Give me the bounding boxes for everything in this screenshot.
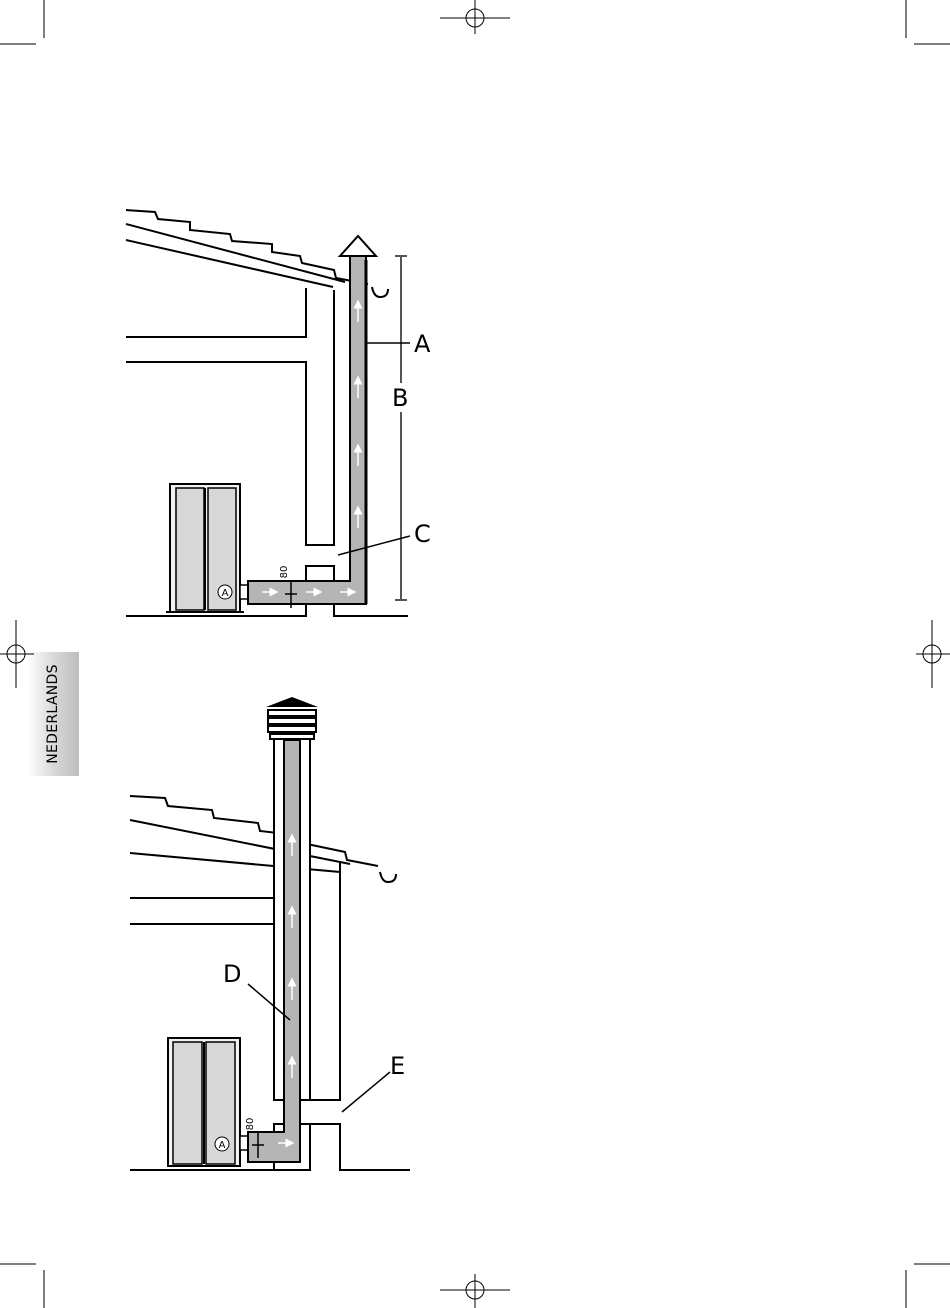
leader-c — [338, 536, 410, 555]
dimension-label: 80 — [245, 1118, 256, 1131]
gutter-icon — [372, 287, 388, 297]
roof-bottom — [130, 796, 378, 872]
stove-bottom — [168, 1038, 248, 1166]
leader-e — [342, 1072, 390, 1112]
stove-badge-bottom: A — [215, 1137, 229, 1151]
label-a: A — [414, 330, 431, 358]
registration-mark-bottom — [440, 1274, 510, 1308]
figure-top: A 80 — [126, 210, 431, 616]
flow-arrows-top — [262, 304, 358, 592]
registration-mark-left — [0, 620, 34, 688]
chimney-hood-icon — [266, 697, 318, 739]
stove-top — [166, 484, 248, 612]
gutter-icon — [380, 872, 396, 882]
stove-badge-label: A — [222, 588, 229, 599]
label-e: E — [390, 1052, 405, 1080]
label-d: D — [223, 960, 241, 988]
flue-pipe-top — [248, 236, 376, 604]
label-b: B — [392, 384, 408, 412]
registration-mark-right — [916, 620, 950, 688]
stove-badge-label: A — [219, 1140, 226, 1151]
height-dimension-bar — [395, 256, 407, 600]
chimney-cap-icon — [340, 236, 376, 256]
roof-top — [126, 210, 368, 287]
label-c: C — [414, 520, 431, 548]
registration-mark-top — [440, 0, 510, 34]
stove-badge-top: A — [218, 585, 232, 599]
dimension-label: 80 — [279, 566, 290, 579]
figure-bottom: A 80 D E — [130, 697, 410, 1170]
